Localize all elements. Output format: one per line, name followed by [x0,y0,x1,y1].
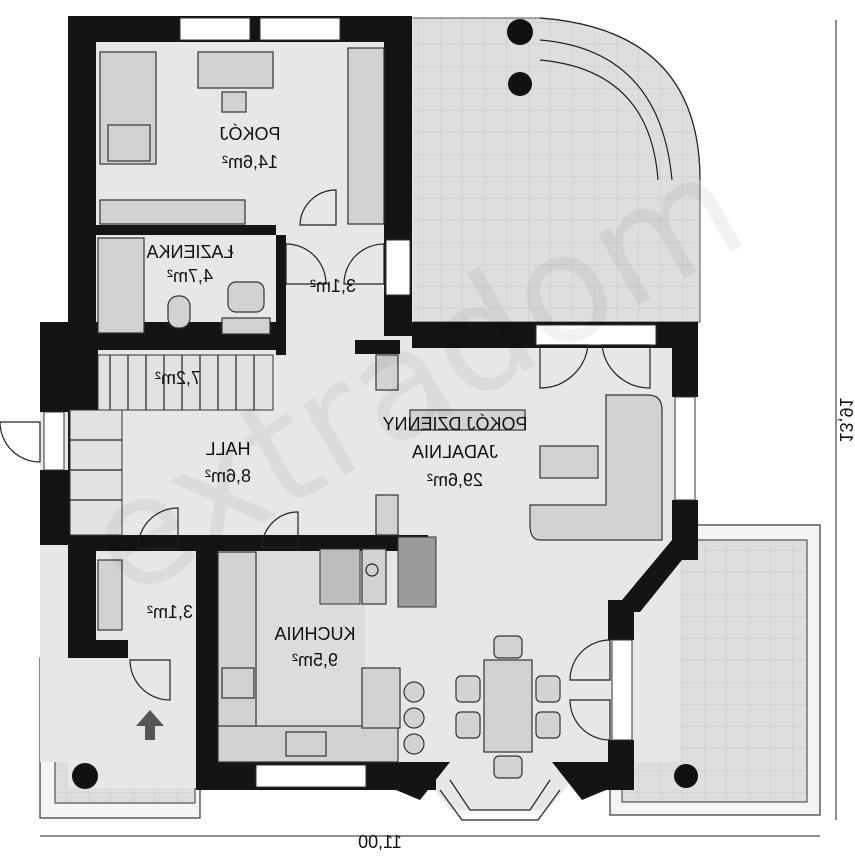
room-labels: POKÓJ 14,6m² ŁAZIENKA 4,7m² 3,1m² 7,2m² … [146,123,527,852]
terrace-top-right [411,17,701,323]
bedroom-furniture [99,47,385,226]
room-bedroom-name: POKÓJ [219,123,280,144]
room-bathroom-name: ŁAZIENKA [146,242,233,262]
dimension-depth-group: 13,91 [836,397,855,442]
dimension-lines [40,20,837,837]
room-living-area: 29,6m² [427,470,483,490]
fireplace [97,354,526,631]
dimension-width: 11,00 [358,832,402,852]
room-corridor-area: 3,1m² [310,276,356,296]
dimension-depth: 13,91 [836,397,855,442]
room-bathroom-area: 4,7m² [167,266,213,286]
room-hall-name: HALL [205,439,250,459]
terrace-posts [72,19,698,789]
kitchen-units [217,548,401,763]
room-living-name: POKÓJ DZIENNY [382,413,527,434]
staircase [69,354,274,536]
entrance-arrow-icon [136,710,164,740]
bathroom-fixtures [97,237,271,335]
bar-stools [403,681,425,755]
windows [43,17,696,821]
room-living-name2: JADALNIA [412,442,498,462]
room-kitchen-area: 9,5m² [292,650,338,670]
dining-table [455,635,561,779]
room-closet-area: 3,1m² [147,602,193,622]
room-kitchen-name: KUCHNIA [274,624,355,644]
room-hall-area: 8,6m² [205,466,251,486]
room-stairs-area: 7,2m² [155,368,201,388]
room-bedroom-area: 14,6m² [222,152,278,172]
doors [0,243,651,741]
sofa-set [529,394,663,541]
